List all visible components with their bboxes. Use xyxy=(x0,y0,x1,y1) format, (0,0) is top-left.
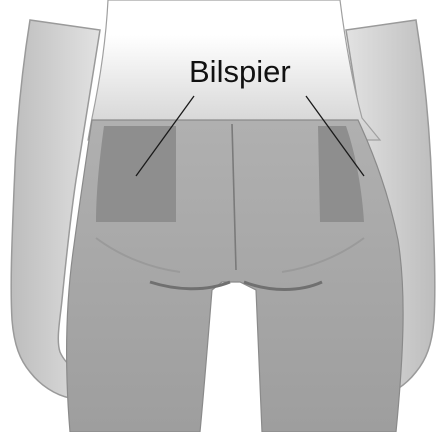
left-highlight-area xyxy=(96,126,176,222)
injection-site-label: Bilspier xyxy=(189,52,319,92)
